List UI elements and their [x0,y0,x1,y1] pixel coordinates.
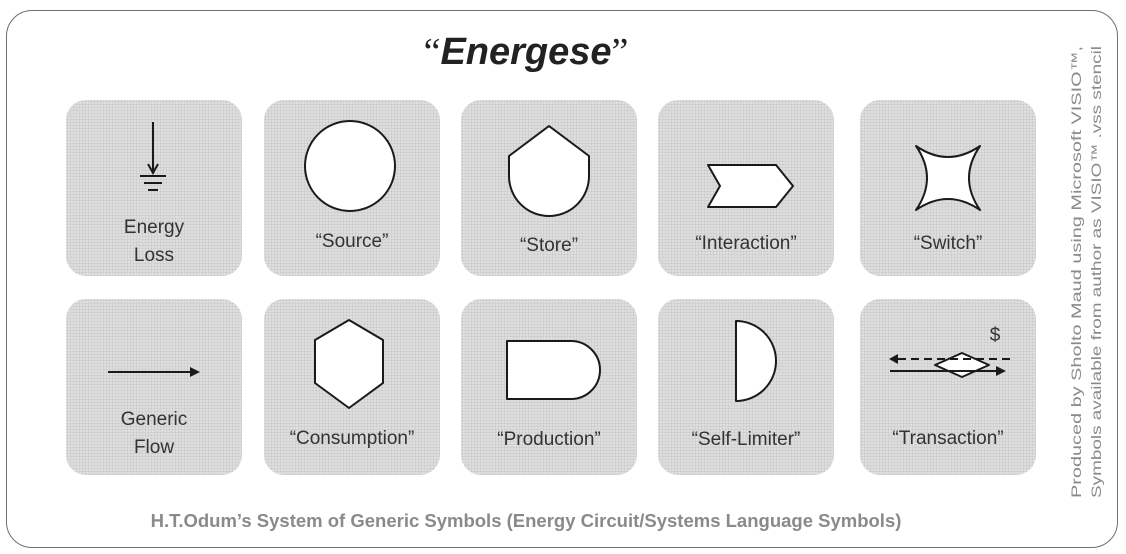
symbol-label-line2: Loss [133,245,175,266]
switch-icon [915,145,981,211]
symbol-label-line2: Flow [133,437,175,458]
title-word: Energese [440,31,612,73]
symbol-label: “Production” [497,429,601,450]
flow-arrow-icon [108,367,200,377]
diagram-title: “Energese” [423,31,629,73]
symbol-tile-production: “Production” [461,299,637,475]
transaction-icon [889,352,1010,378]
credits-vertical: Produced by Sholto Maud using Microsoft … [1063,40,1111,510]
symbol-label: “Transaction” [892,428,1004,449]
symbol-tile-switch: “Switch” [860,100,1036,276]
symbol-tile-self-limiter: “Self-Limiter” [658,299,834,475]
credits-line-2: Symbols available from author as VISIO™ … [1088,46,1104,498]
symbol-label: “Consumption” [289,428,415,449]
energy-loss-icon [140,122,166,191]
symbol-label: “Interaction” [695,233,797,254]
symbol-tile-store: “Store” [461,100,637,276]
symbol-tile-generic-flow: Generic Flow [66,299,242,475]
symbol-label: “Switch” [913,233,983,254]
symbol-label: “Self-Limiter” [691,429,801,450]
symbol-tile-energy-loss: Energy Loss [66,100,242,276]
symbol-tile-transaction: $ “Transaction” [860,299,1036,475]
credits-line-1: Produced by Sholto Maud using Microsoft … [1068,46,1084,498]
consumption-hexagon-icon [314,319,384,409]
store-tank-icon [508,125,590,217]
production-icon [506,340,601,400]
diagram-caption: H.T.Odum’s System of Generic Symbols (En… [150,510,902,531]
symbol-label: Energy [123,217,185,238]
symbol-tile-consumption: “Consumption” [264,299,440,475]
symbol-tile-interaction: “Interaction” [658,100,834,276]
self-limiter-icon [735,320,777,402]
symbol-label: Generic [120,409,188,430]
symbol-label: “Store” [519,235,579,256]
symbol-tile-source: “Source” [264,100,440,276]
money-symbol: $ [989,325,1001,346]
source-circle-icon [304,120,396,212]
interaction-icon [707,164,794,208]
symbol-label: “Source” [315,231,389,252]
